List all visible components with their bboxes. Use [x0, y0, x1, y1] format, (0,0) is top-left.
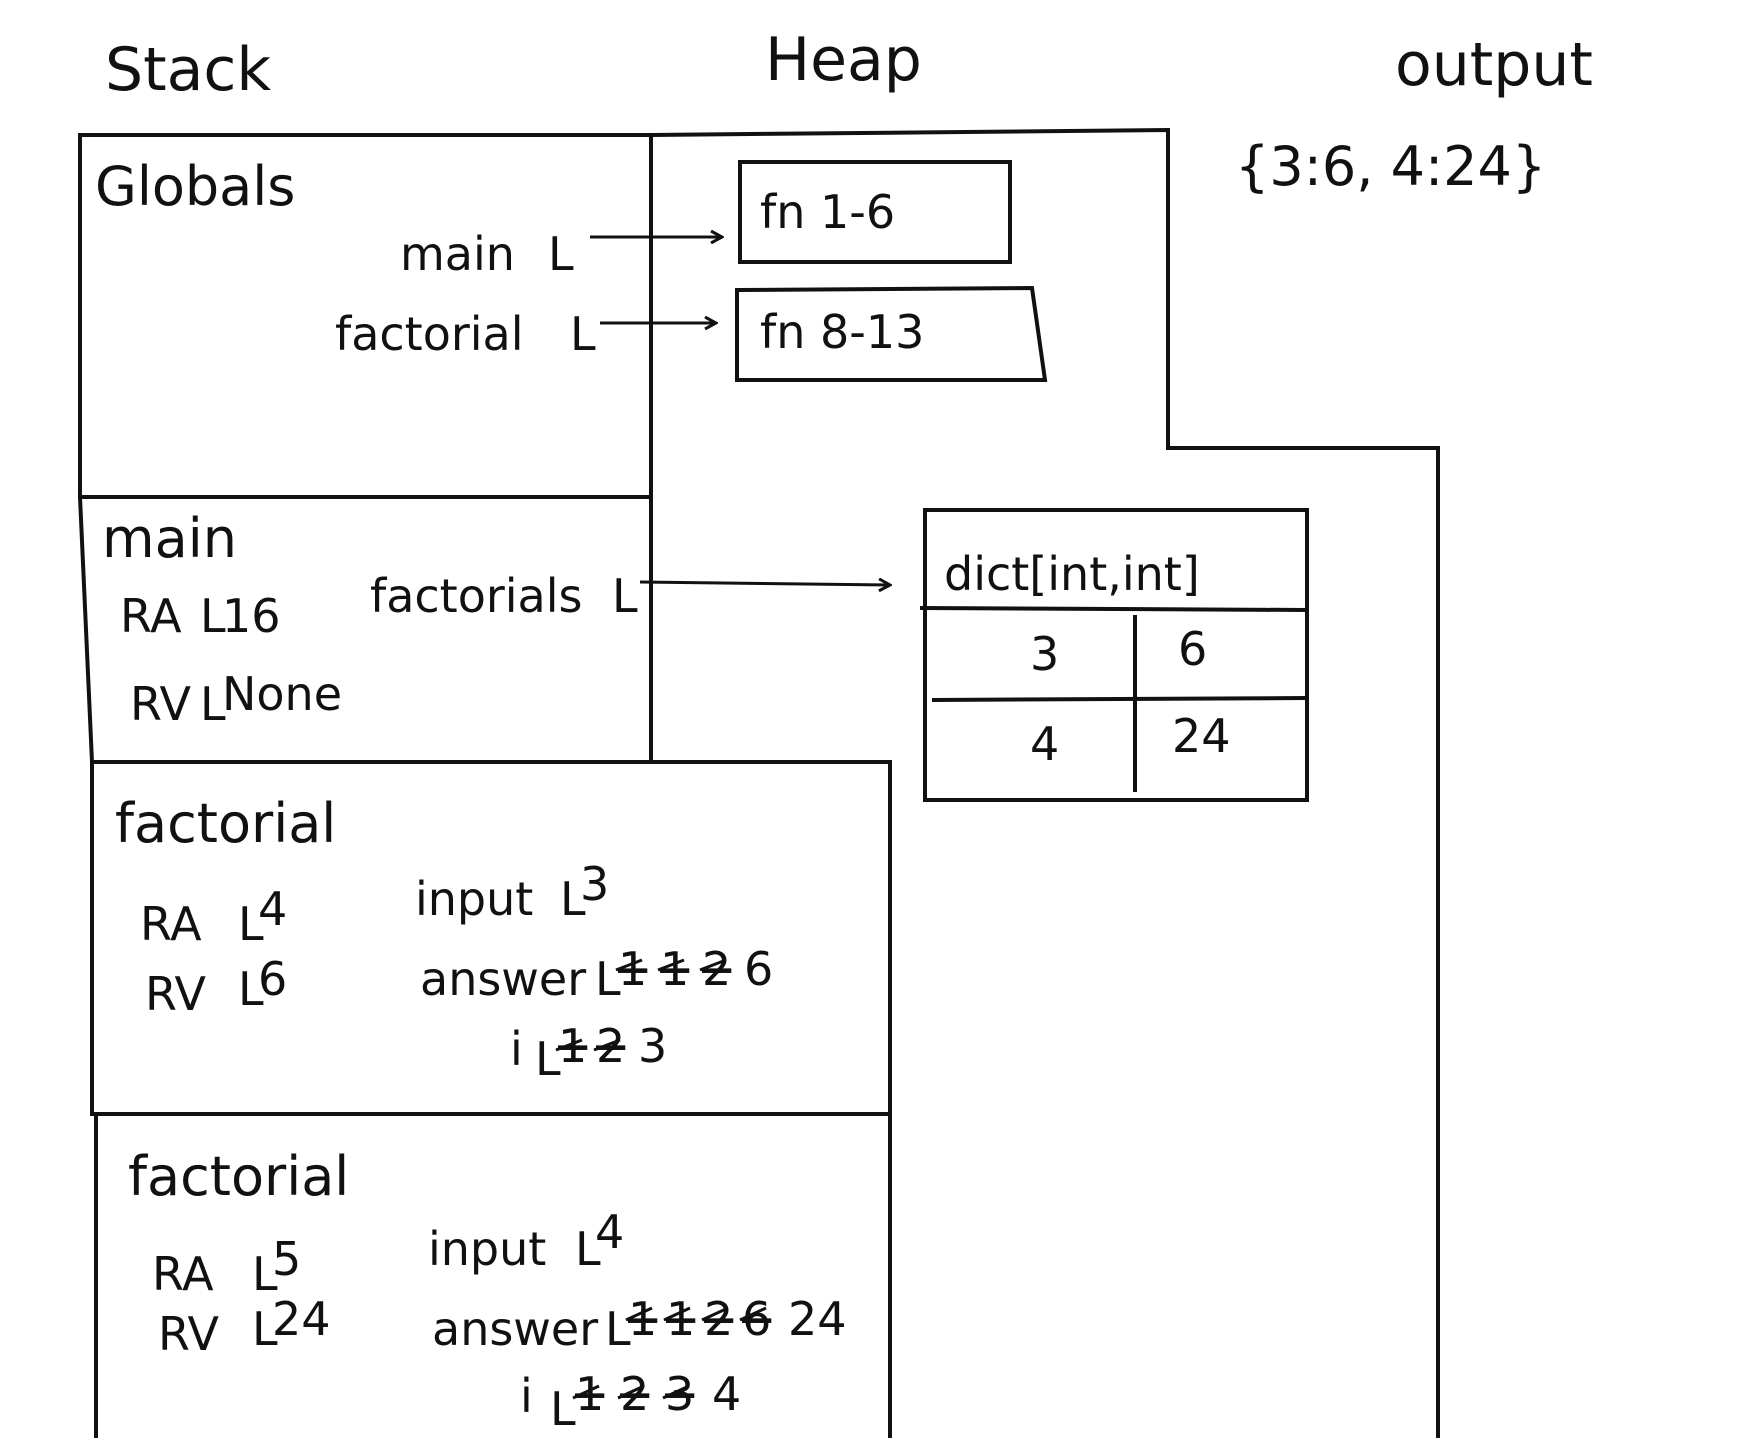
globals-factorial-binding: L	[570, 307, 596, 361]
factorial-2-answer-struck-1: 1	[666, 1292, 695, 1346]
main-title: main	[102, 507, 237, 570]
factorial-1-strike-mark	[699, 958, 727, 972]
factorial-1-answer-history: 1 1 2 6	[618, 942, 773, 996]
factorial-1-input-value: 3	[580, 857, 609, 911]
factorial-1-strike-mark	[615, 958, 643, 972]
stack-header: Stack	[105, 35, 271, 105]
factorial-2-answer-history: 1 1 2 6 24	[628, 1292, 847, 1346]
factorial-1-i-binding: L	[535, 1032, 561, 1086]
factorial-1-strike-mark	[657, 958, 685, 972]
heap-header: Heap	[765, 25, 922, 95]
factorial-2-rv-value: 24	[272, 1292, 331, 1346]
factorial-2-answer-struck-0: 1	[628, 1292, 657, 1346]
dict-header-divider	[919, 606, 1308, 612]
factorial-2-strike-mark	[701, 1306, 729, 1322]
main-ra-value: 16	[222, 589, 281, 643]
factorial-2-input-value: 4	[595, 1205, 624, 1259]
factorial-1-answer-label: answer	[420, 952, 586, 1006]
main-rv-label: RV	[130, 677, 191, 731]
main-factorials-label: factorials	[370, 569, 582, 623]
factorial-1-i-value: 3	[638, 1019, 667, 1073]
factorial-2-strike-mark	[617, 1384, 645, 1400]
fn-factorial-text: fn 8-13	[760, 305, 924, 359]
factorial-1-answer-struck-0: 1	[618, 942, 647, 996]
factorial-1-input-label: input	[415, 872, 533, 926]
factorial-2-answer-struck-2: 2	[704, 1292, 733, 1346]
factorial-1-answer-binding: L	[595, 952, 621, 1006]
factorial-2-answer-struck-3: 6	[742, 1292, 771, 1346]
factorial-2-title: factorial	[128, 1145, 349, 1208]
dict-title: dict[int,int]	[944, 547, 1200, 601]
dict-object	[923, 508, 1309, 802]
factorial-2-i-binding: L	[550, 1382, 576, 1436]
factorial-1-rv-value: 6	[258, 952, 287, 1006]
factorial-2-answer-label: answer	[432, 1302, 598, 1356]
main-ra-label: RA	[120, 589, 182, 643]
factorial-1-ra-binding: L	[238, 897, 264, 951]
globals-title: Globals	[95, 155, 295, 218]
fn-main-text: fn 1-6	[760, 185, 895, 239]
dict-row-1-key: 4	[1030, 717, 1059, 771]
factorial-2-rv-label: RV	[158, 1307, 219, 1361]
factorial-2-strike-mark	[572, 1384, 600, 1400]
factorials-pointer-arrow	[639, 582, 890, 585]
main-factorials-binding: L	[612, 569, 638, 623]
factorial-1-title: factorial	[115, 792, 336, 855]
dict-row-0-key: 3	[1030, 627, 1059, 681]
factorial-1-i-label: i	[510, 1022, 523, 1076]
output-value: {3:6, 4:24}	[1235, 135, 1546, 198]
globals-factorial-label: factorial	[335, 307, 524, 361]
heap-outline	[650, 127, 1440, 1438]
main-rv-value: None	[222, 667, 342, 721]
factorial-2-strike-mark	[739, 1306, 767, 1322]
factorial-2-strike-mark	[625, 1306, 653, 1322]
factorial-1-answer-struck-1: 1	[660, 942, 689, 996]
factorial-1-ra-label: RA	[140, 897, 202, 951]
output-header: output	[1395, 30, 1593, 100]
factorial-2-rv-binding: L	[252, 1302, 278, 1356]
fn-factorial-object	[735, 285, 1048, 382]
globals-main-label: main	[400, 227, 515, 281]
factorial-2-strike-mark	[663, 1306, 691, 1322]
factorial-2-ra-label: RA	[152, 1247, 214, 1301]
factorial-2-i-value: 4	[712, 1367, 741, 1421]
factorial-2-strike-mark	[662, 1384, 690, 1400]
fn-main-object	[738, 160, 1012, 264]
factorial-1-input-binding: L	[560, 872, 586, 926]
factorial-2-answer-binding: L	[605, 1302, 631, 1356]
factorial-2-input-binding: L	[575, 1222, 601, 1276]
main-rv-binding: L	[200, 677, 226, 731]
dict-row-1-value: 24	[1172, 709, 1231, 763]
factorial-1-rv-binding: L	[238, 962, 264, 1016]
factorial-1-ra-value: 4	[258, 882, 287, 936]
factorial-1-strike-mark	[555, 1038, 583, 1052]
factorial-1-strike-mark	[593, 1038, 621, 1052]
factorial-1-answer-struck-2: 2	[702, 942, 731, 996]
factorial-2-answer-value: 24	[788, 1292, 847, 1346]
factorial-2-ra-binding: L	[252, 1247, 278, 1301]
factorial-frame-2	[94, 1112, 892, 1438]
factorial-2-i-label: i	[520, 1369, 533, 1423]
factorial-2-ra-value: 5	[272, 1232, 301, 1286]
factorial-2-input-label: input	[428, 1222, 546, 1276]
dict-row-0-value: 6	[1178, 622, 1207, 676]
main-ra-binding: L	[200, 589, 226, 643]
globals-main-binding: L	[548, 227, 574, 281]
factorial-1-rv-label: RV	[145, 967, 206, 1021]
factorial-1-answer-value: 6	[744, 942, 773, 996]
dict-row-divider	[931, 696, 1308, 702]
